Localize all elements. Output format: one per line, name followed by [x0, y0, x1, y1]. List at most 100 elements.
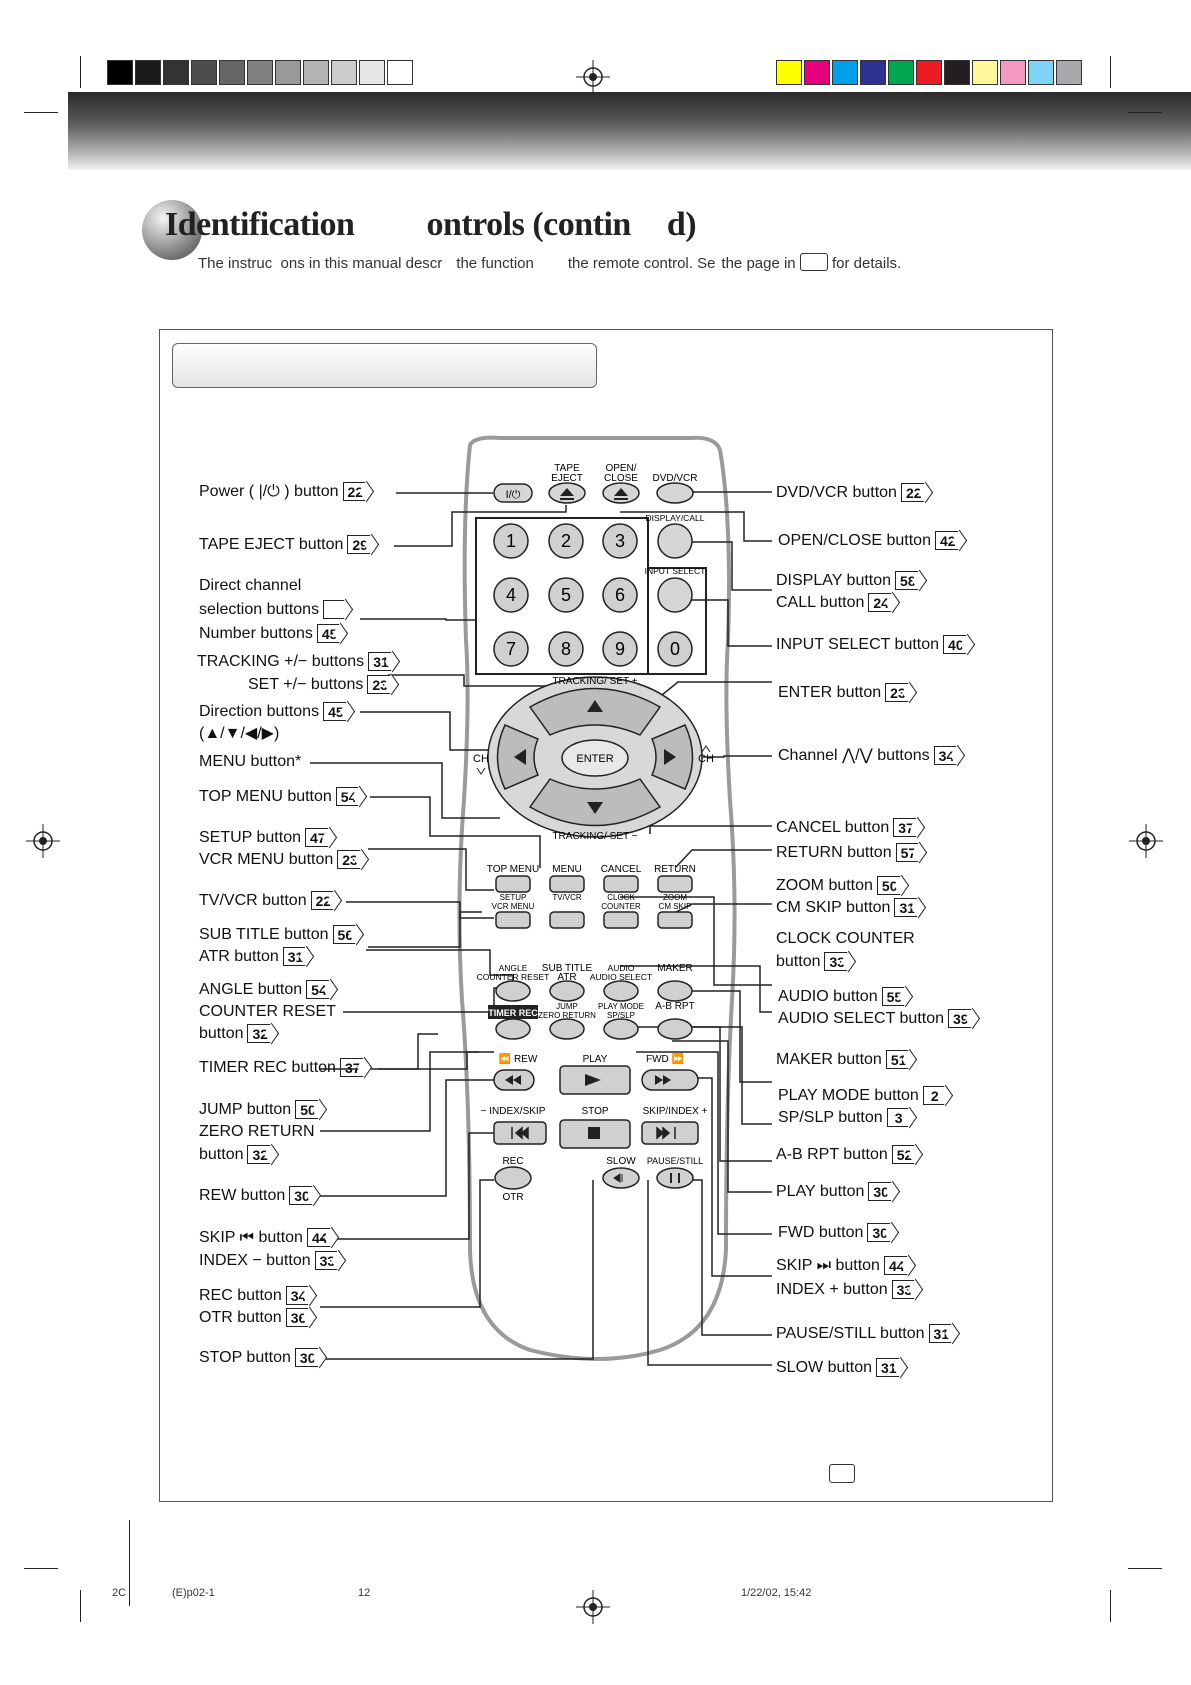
digit-label: 8: [561, 639, 571, 659]
diagram-frame: [159, 329, 1053, 1502]
color-swatch: [191, 60, 217, 85]
svg-text:CH: CH: [698, 753, 714, 765]
callout-label-left: MENU button*: [199, 751, 301, 773]
remote-key: [603, 911, 639, 929]
svg-text:DISPLAY/CALL: DISPLAY/CALL: [646, 513, 705, 523]
color-swatch: [135, 60, 161, 85]
digit-key-6: [602, 577, 638, 613]
digit-key-1: [493, 523, 529, 559]
digit-key-2: [548, 523, 584, 559]
remote-key-label: COUNTER: [601, 902, 641, 911]
page-ref-badge: 52: [891, 1145, 916, 1165]
callout-label-left: selection buttons: [199, 599, 346, 621]
crop-mark: [129, 1520, 130, 1606]
remote-key: [657, 911, 693, 929]
svg-text:SKIP/INDEX +: SKIP/INDEX +: [643, 1106, 708, 1117]
page-ref-badge: 24: [868, 593, 892, 613]
page-ref-badge: 30: [868, 1182, 892, 1202]
svg-text:OPEN/: OPEN/: [605, 463, 636, 474]
color-swatch: [331, 60, 357, 85]
callout-text: INDEX + button: [776, 1281, 888, 1298]
remote-key-label: AUDIO: [608, 963, 635, 973]
remote-key: [495, 911, 531, 929]
svg-text:I/⏻: I/⏻: [506, 489, 521, 501]
page-ref-badge: 31: [876, 1358, 900, 1378]
page-ref-badge: 31: [894, 898, 919, 918]
page-ref-badge: 30: [867, 1223, 891, 1243]
color-swatch: [1056, 60, 1082, 85]
remote-key-label: CLOCK: [607, 893, 635, 902]
page-ref-badge: 22: [342, 482, 367, 502]
crop-mark: [1128, 1568, 1162, 1569]
remote-key: [495, 980, 531, 1002]
page-ref-badge: 58: [895, 571, 919, 591]
digit-label: 1: [506, 531, 516, 551]
page-ref-badge: 33: [891, 1280, 916, 1300]
remote-key: [603, 980, 639, 1002]
page-ref-badge: 50: [295, 1100, 319, 1120]
page-ref-badge: 50: [876, 876, 901, 896]
remote-key: [549, 1018, 585, 1040]
callout-text: SET +/− buttons: [248, 676, 364, 693]
remote-key-label: MENU: [552, 864, 581, 875]
callout-text: ANGLE button: [199, 981, 303, 998]
page-number-box: [829, 1464, 855, 1483]
callout-text: ENTER button: [778, 684, 882, 701]
color-swatch: [804, 60, 830, 85]
remote-key-label: MAKER: [657, 963, 693, 974]
page-ref-badge: 45: [323, 702, 347, 722]
callout-text: Direct channel: [199, 577, 302, 594]
callout-text: SUB TITLE button: [199, 926, 329, 943]
crop-mark: [80, 1590, 81, 1622]
page-ref-badge: 29: [347, 535, 371, 555]
page-ref-badge: 32: [247, 1145, 272, 1165]
title-bullet-icon: [142, 200, 202, 260]
callout-text: ZERO RETURN: [199, 1123, 315, 1140]
digit-label: 0: [670, 639, 680, 659]
page-ref-badge: 23: [367, 675, 391, 695]
digit-key-4: [493, 577, 529, 613]
page-ref-badge: 55: [881, 987, 906, 1007]
color-swatch: [776, 60, 802, 85]
callout-text: TIMER REC button: [199, 1059, 336, 1076]
color-swatch: [1028, 60, 1054, 85]
color-swatch: [359, 60, 385, 85]
callout-text: REW button: [199, 1187, 286, 1204]
callout-text: A-B RPT button: [776, 1146, 888, 1163]
svg-text:STOP: STOP: [581, 1106, 608, 1117]
svg-text:⏪ REW: ⏪ REW: [499, 1052, 538, 1065]
remote-key-label: PLAY MODE: [598, 1002, 644, 1011]
remote-key: [603, 1018, 639, 1040]
page-ref-badge: 23: [337, 850, 361, 870]
remote-key: [495, 875, 531, 893]
footer-date: 1/22/02, 15:42: [741, 1587, 812, 1599]
remote-key-label: ZERO RETURN: [538, 1011, 596, 1020]
callout-text: VCR MENU button: [199, 851, 334, 868]
page-ref-badge: 54: [335, 787, 360, 807]
page-ref-badge: 47: [304, 828, 329, 848]
page-ref-badge: 31: [282, 947, 307, 967]
callout-text: SKIP ⏭ button: [776, 1257, 880, 1274]
callout-text: DISPLAY button: [776, 572, 892, 589]
remote-key-label: TOP MENU: [487, 864, 539, 875]
callout-text: button: [199, 1025, 244, 1042]
callout-text: SKIP ⏮ button: [199, 1229, 303, 1246]
color-swatch: [247, 60, 273, 85]
digit-label: 2: [561, 531, 571, 551]
